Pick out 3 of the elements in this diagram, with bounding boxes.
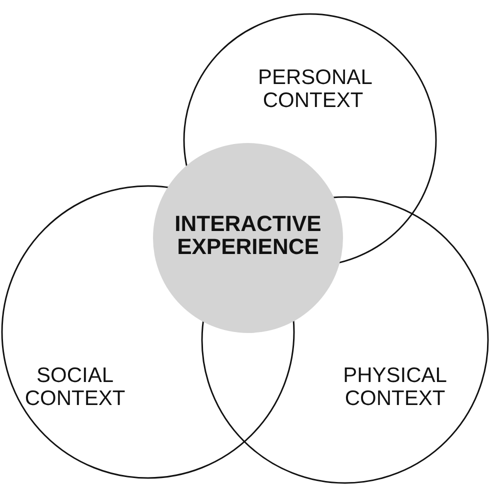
circle-label: PHYSICAL CONTEXT — [342, 364, 448, 410]
circle-label: INTERACTIVE EXPERIENCE — [174, 212, 322, 258]
circle-label: SOCIAL CONTEXT — [24, 364, 126, 410]
